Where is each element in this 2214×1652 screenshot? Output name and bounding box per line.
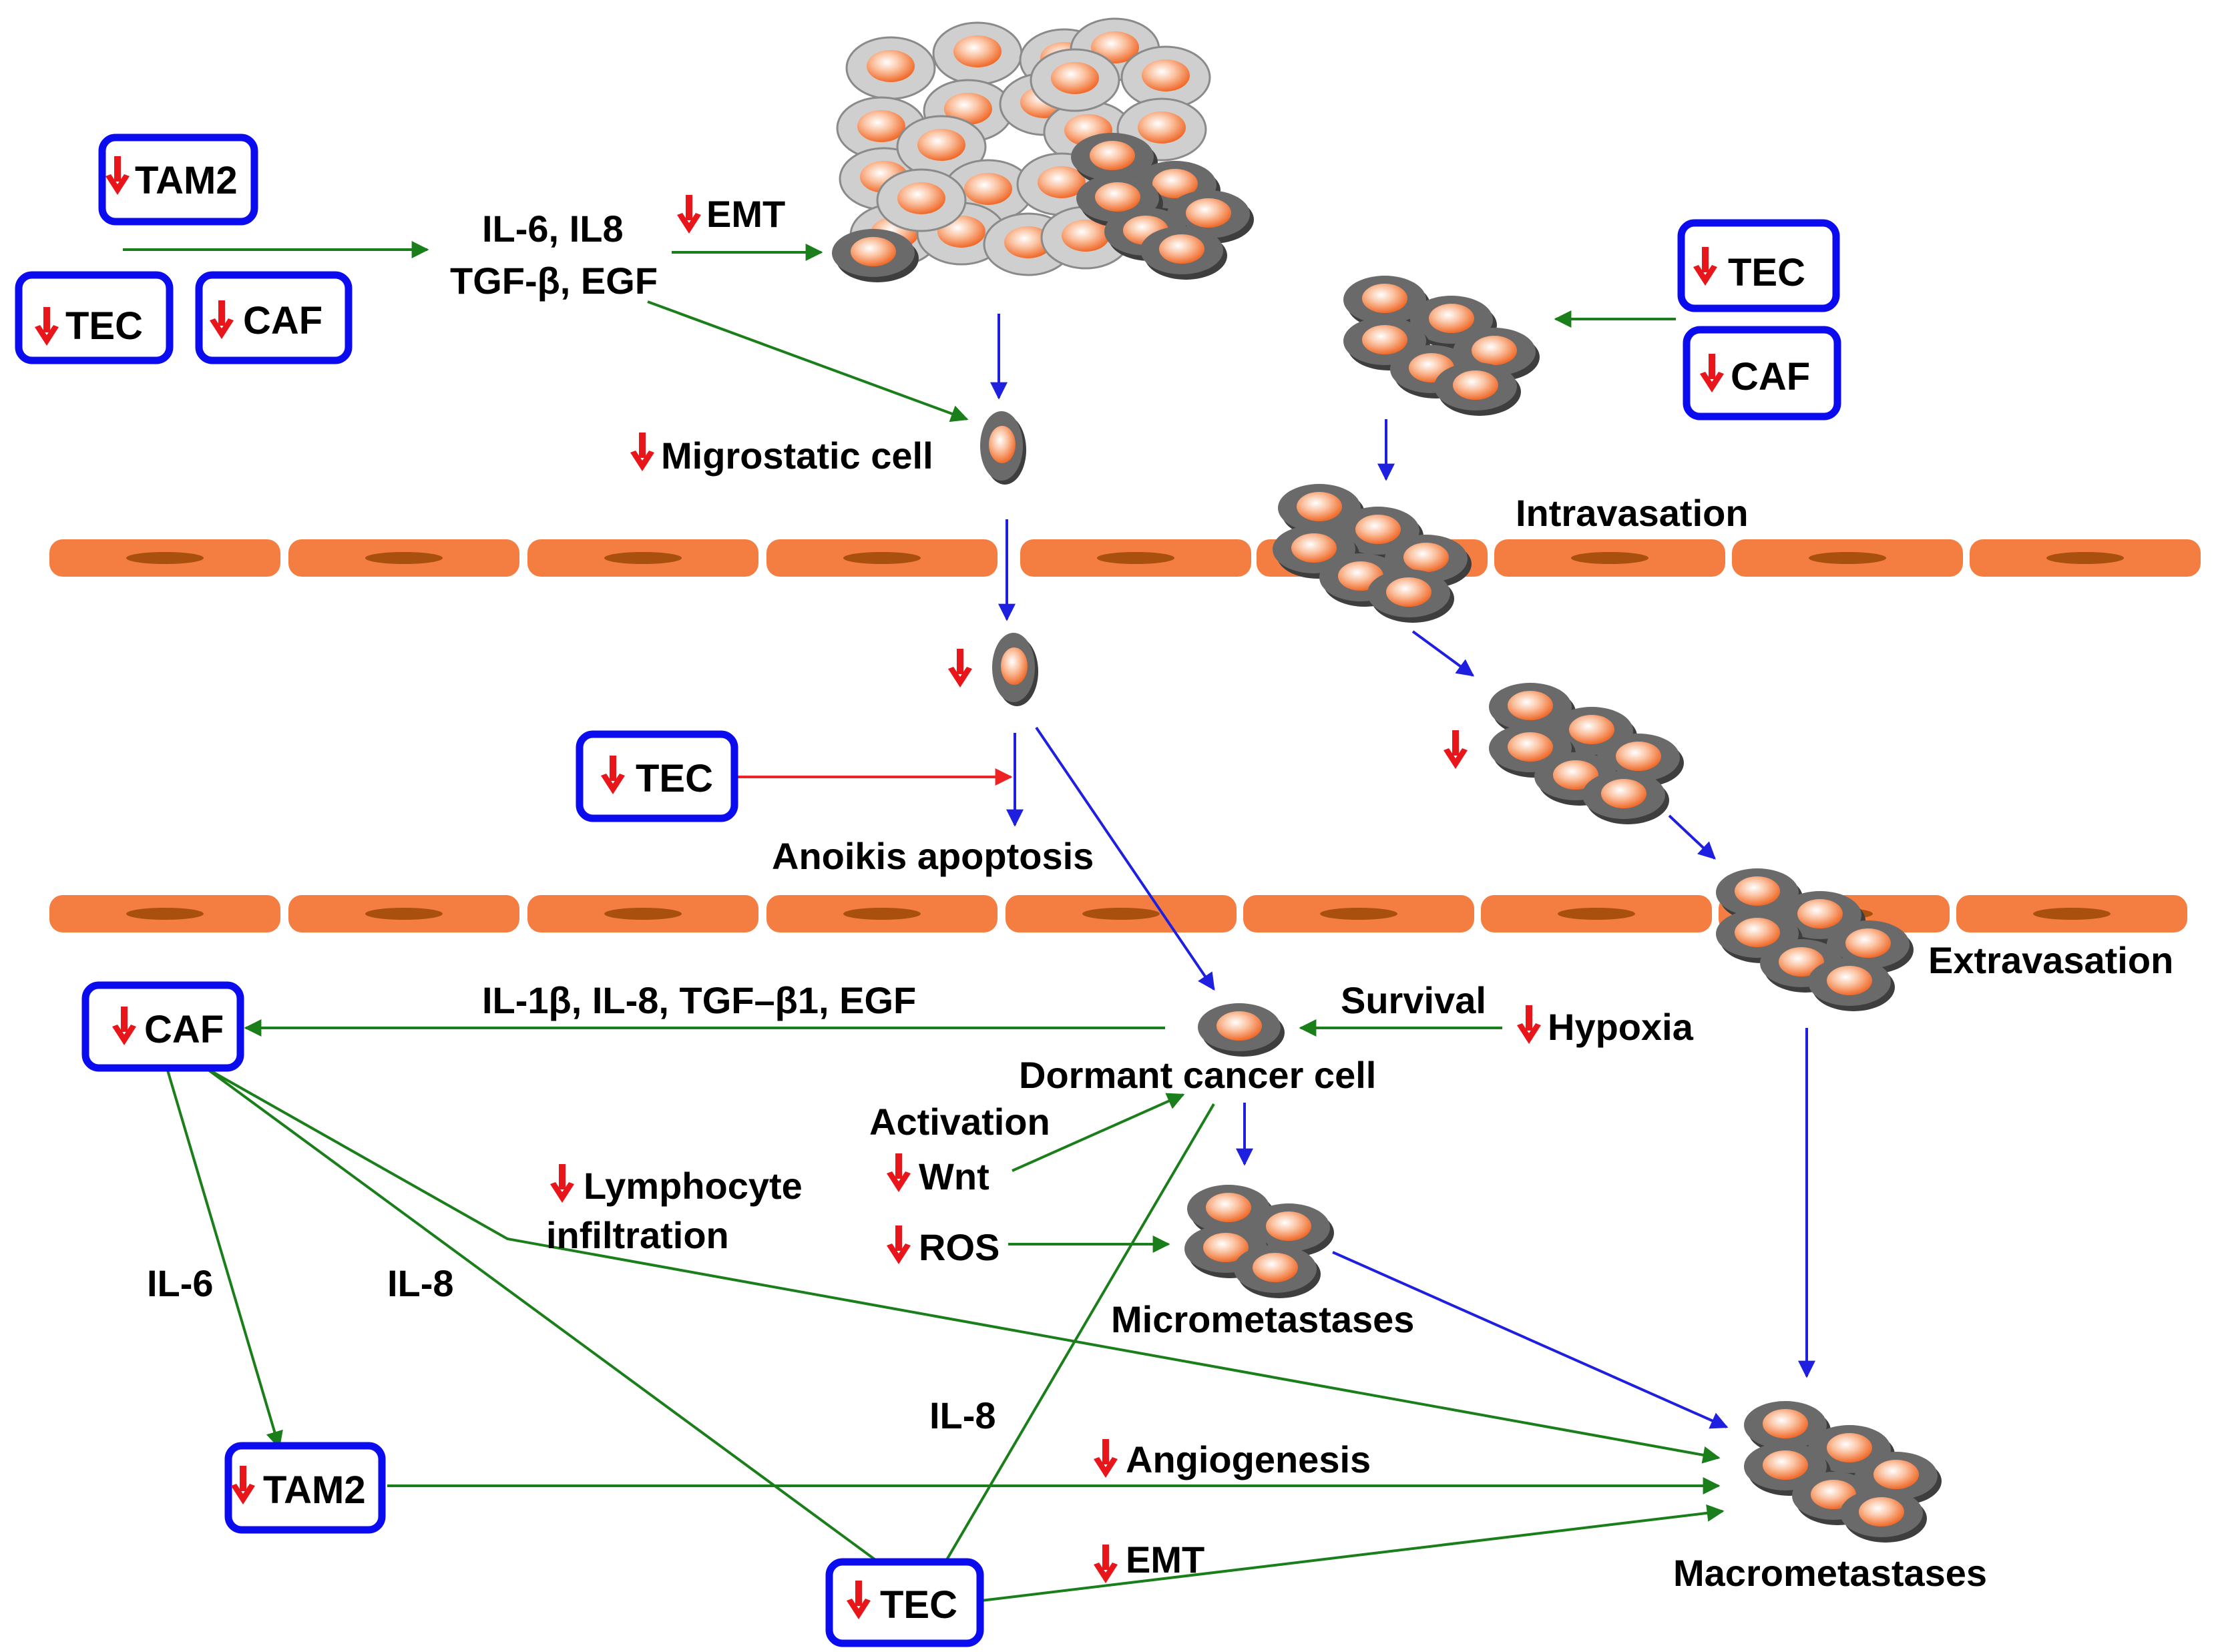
label-cytokines-mid: IL-1β, IL-8, TGF–β1, EGF <box>482 979 916 1021</box>
box-label: CAF <box>243 299 322 342</box>
down-arrow-icon <box>1094 1545 1118 1583</box>
label-migrostatic: Migrostatic cell <box>661 435 933 477</box>
label-dormant: Dormant cancer cell <box>1019 1054 1376 1096</box>
label-anoikis: Anoikis apoptosis <box>772 835 1094 877</box>
cancer-cell-cluster-micrometastases <box>1184 1185 1334 1298</box>
endothelial-cell-icon <box>49 539 280 577</box>
dormant-cell-icon <box>1198 1003 1285 1057</box>
label-wnt: Wnt <box>919 1155 989 1197</box>
down-arrow-icon <box>948 649 972 687</box>
down-arrow-icon <box>550 1164 574 1203</box>
box-caf-left: CAF <box>81 981 244 1072</box>
endothelial-cell-icon <box>288 895 519 932</box>
cancer-cell-cluster-top-right <box>1343 276 1540 416</box>
endothelial-cell-icon <box>766 895 998 932</box>
label-il6: IL-6 <box>147 1262 214 1304</box>
label-lymphocyte-line2: infiltration <box>546 1214 729 1256</box>
endothelial-cell-icon <box>1006 895 1237 932</box>
label-macrometastases: Macrometastases <box>1673 1552 1987 1594</box>
blue-arrows <box>990 314 1815 1429</box>
primary-tumor-cluster <box>832 17 1254 282</box>
label-hypoxia: Hypoxia <box>1548 1006 1694 1048</box>
label-ros: ROS <box>919 1226 1000 1268</box>
endothelial-cell-icon <box>527 539 758 577</box>
down-arrow-icon <box>677 195 701 234</box>
box-tam2-top: TAM2 <box>98 133 258 226</box>
endothelial-cell-icon <box>1956 895 2187 932</box>
down-arrow-icon <box>887 1225 911 1264</box>
vessel-wall-top <box>49 539 2201 577</box>
label-angiogenesis: Angiogenesis <box>1126 1438 1371 1480</box>
down-arrow-icon <box>1094 1439 1118 1478</box>
label-extravasation: Extravasation <box>1928 939 2173 981</box>
circulating-cell-icon <box>992 633 1038 706</box>
box-label: TAM2 <box>135 159 238 202</box>
arrow-caf-to-tec <box>204 1067 902 1579</box>
box-caf-top-right: CAF <box>1683 326 1841 421</box>
label-il8-left: IL-8 <box>387 1262 454 1304</box>
box-label: TEC <box>880 1583 957 1627</box>
endothelial-cell-icon <box>288 539 519 577</box>
cancer-cell-cluster-extravasation <box>1716 868 1914 1011</box>
box-label: CAF <box>144 1008 224 1051</box>
down-arrow-icon <box>1444 730 1468 769</box>
arrow-cytokines-to-migrostatic <box>647 300 969 423</box>
label-emt-bottom: EMT <box>1126 1539 1204 1581</box>
arrow-caf-to-tam2 <box>166 1067 283 1449</box>
box-label: TAM2 <box>263 1468 366 1512</box>
arrow-intravasation-to-circulating <box>1411 630 1475 677</box>
box-label: TEC <box>636 757 713 800</box>
text-labels: IL-6, IL8 TGF-β, EGF EMT Migrostatic cel… <box>147 193 2173 1594</box>
cancer-cell-cluster-intravasation <box>1273 484 1472 623</box>
box-tec-top-left: TEC <box>15 271 174 364</box>
endothelial-cell-icon <box>1481 895 1712 932</box>
endothelial-cell-icon <box>1020 539 1251 577</box>
box-label: TEC <box>1728 251 1805 294</box>
arrow-micrometastases-to-macrometastases <box>1332 1251 1729 1429</box>
endothelial-cell-icon <box>1970 539 2201 577</box>
box-tec-mid: TEC <box>576 730 738 822</box>
box-tam2-bottom: TAM2 <box>224 1442 386 1534</box>
label-lymphocyte-line1: Lymphocyte <box>584 1165 803 1207</box>
label-survival: Survival <box>1341 979 1486 1021</box>
label-emt-top: EMT <box>706 193 785 235</box>
box-tec-top-right: TEC <box>1677 219 1840 312</box>
down-arrow-icon <box>630 433 654 471</box>
migrostatic-cell-icon <box>980 411 1026 485</box>
label-activation: Activation <box>869 1101 1050 1143</box>
label-cytokines-line1: IL-6, IL8 <box>482 208 624 250</box>
box-tec-bottom: TEC <box>825 1558 984 1647</box>
arrow-dormant-to-tec <box>935 1103 1215 1580</box>
endothelial-cell-icon <box>1494 539 1725 577</box>
cancer-cell-cluster-macrometastases <box>1744 1401 1942 1543</box>
cancer-cell-cluster-circulating <box>1489 683 1684 824</box>
label-micrometastases: Micrometastases <box>1111 1298 1414 1340</box>
arrow-caf-to-macrometastases <box>205 1067 1721 1464</box>
label-intravasation: Intravasation <box>1516 492 1749 534</box>
label-cytokines-line2: TGF-β, EGF <box>450 260 658 302</box>
endothelial-cell-icon <box>1732 539 1963 577</box>
endothelial-cell-icon <box>766 539 998 577</box>
arrow-circulating-to-extravasation <box>1668 814 1716 860</box>
label-il8-center: IL-8 <box>929 1394 996 1436</box>
box-label: CAF <box>1731 355 1810 398</box>
box-label: TEC <box>65 304 143 348</box>
endothelial-cell-icon <box>1243 895 1474 932</box>
arrow-wnt-to-dormant <box>1012 1093 1185 1172</box>
endothelial-cell-icon <box>49 895 280 932</box>
arrow-circulating-to-dormant <box>1035 726 1215 991</box>
endothelial-cell-icon <box>527 895 758 932</box>
down-arrow-icon <box>1517 1005 1541 1044</box>
box-caf-top-left: CAF <box>195 271 353 364</box>
down-arrow-icon <box>887 1153 911 1192</box>
green-arrows <box>123 241 1725 1602</box>
arrow-tec-to-macrometastases <box>981 1504 1725 1602</box>
